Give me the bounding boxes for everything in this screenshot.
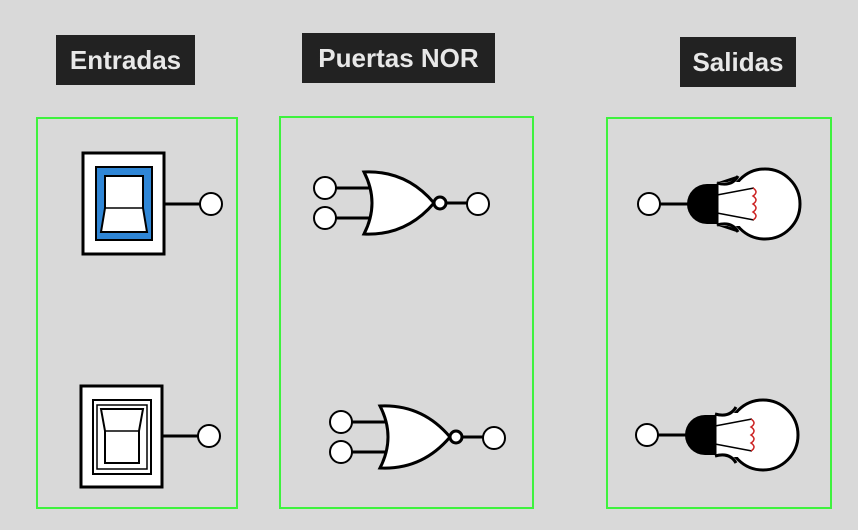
outputs-title: Salidas <box>680 37 796 87</box>
switch-1[interactable] <box>80 150 230 260</box>
bulb-1[interactable] <box>634 167 809 247</box>
switch-2[interactable] <box>78 383 228 493</box>
bulb-1-input-pin[interactable] <box>637 192 661 216</box>
nor-gate-1-body-icon <box>361 170 436 236</box>
switch-2-output-pin[interactable] <box>197 424 221 448</box>
bulb-2-filament-icon <box>749 418 755 452</box>
bulb-2[interactable] <box>632 398 807 478</box>
nor-gate-2-output-pin[interactable] <box>482 426 506 450</box>
nor-gates-title: Puertas NOR <box>302 33 495 83</box>
bulb-1-filament-icon <box>751 187 757 221</box>
bulb-2-input-pin[interactable] <box>635 423 659 447</box>
outputs-panel <box>606 117 832 509</box>
bulb-1-base-icon <box>687 184 717 224</box>
switch-1-output-pin[interactable] <box>199 192 223 216</box>
nor-gate-2[interactable] <box>326 404 516 474</box>
nor-gate-1[interactable] <box>310 170 500 240</box>
nor-gate-1-input-a-pin[interactable] <box>313 176 337 200</box>
nor-gate-2-input-b-pin[interactable] <box>329 440 353 464</box>
nor-gate-1-output-pin[interactable] <box>466 192 490 216</box>
nor-gate-2-input-a-pin[interactable] <box>329 410 353 434</box>
inputs-panel <box>36 117 238 509</box>
nor-gates-panel <box>279 116 534 509</box>
nor-gate-1-input-b-pin[interactable] <box>313 206 337 230</box>
nor-gate-2-body-icon <box>377 404 452 470</box>
nor-gate-1-inverter-bubble <box>432 195 448 211</box>
inputs-title: Entradas <box>56 35 195 85</box>
bulb-2-base-icon <box>685 415 715 455</box>
nor-gate-2-inverter-bubble <box>448 429 464 445</box>
switch-1-rocker-icon <box>99 175 149 233</box>
switch-2-rocker-icon <box>99 408 145 464</box>
